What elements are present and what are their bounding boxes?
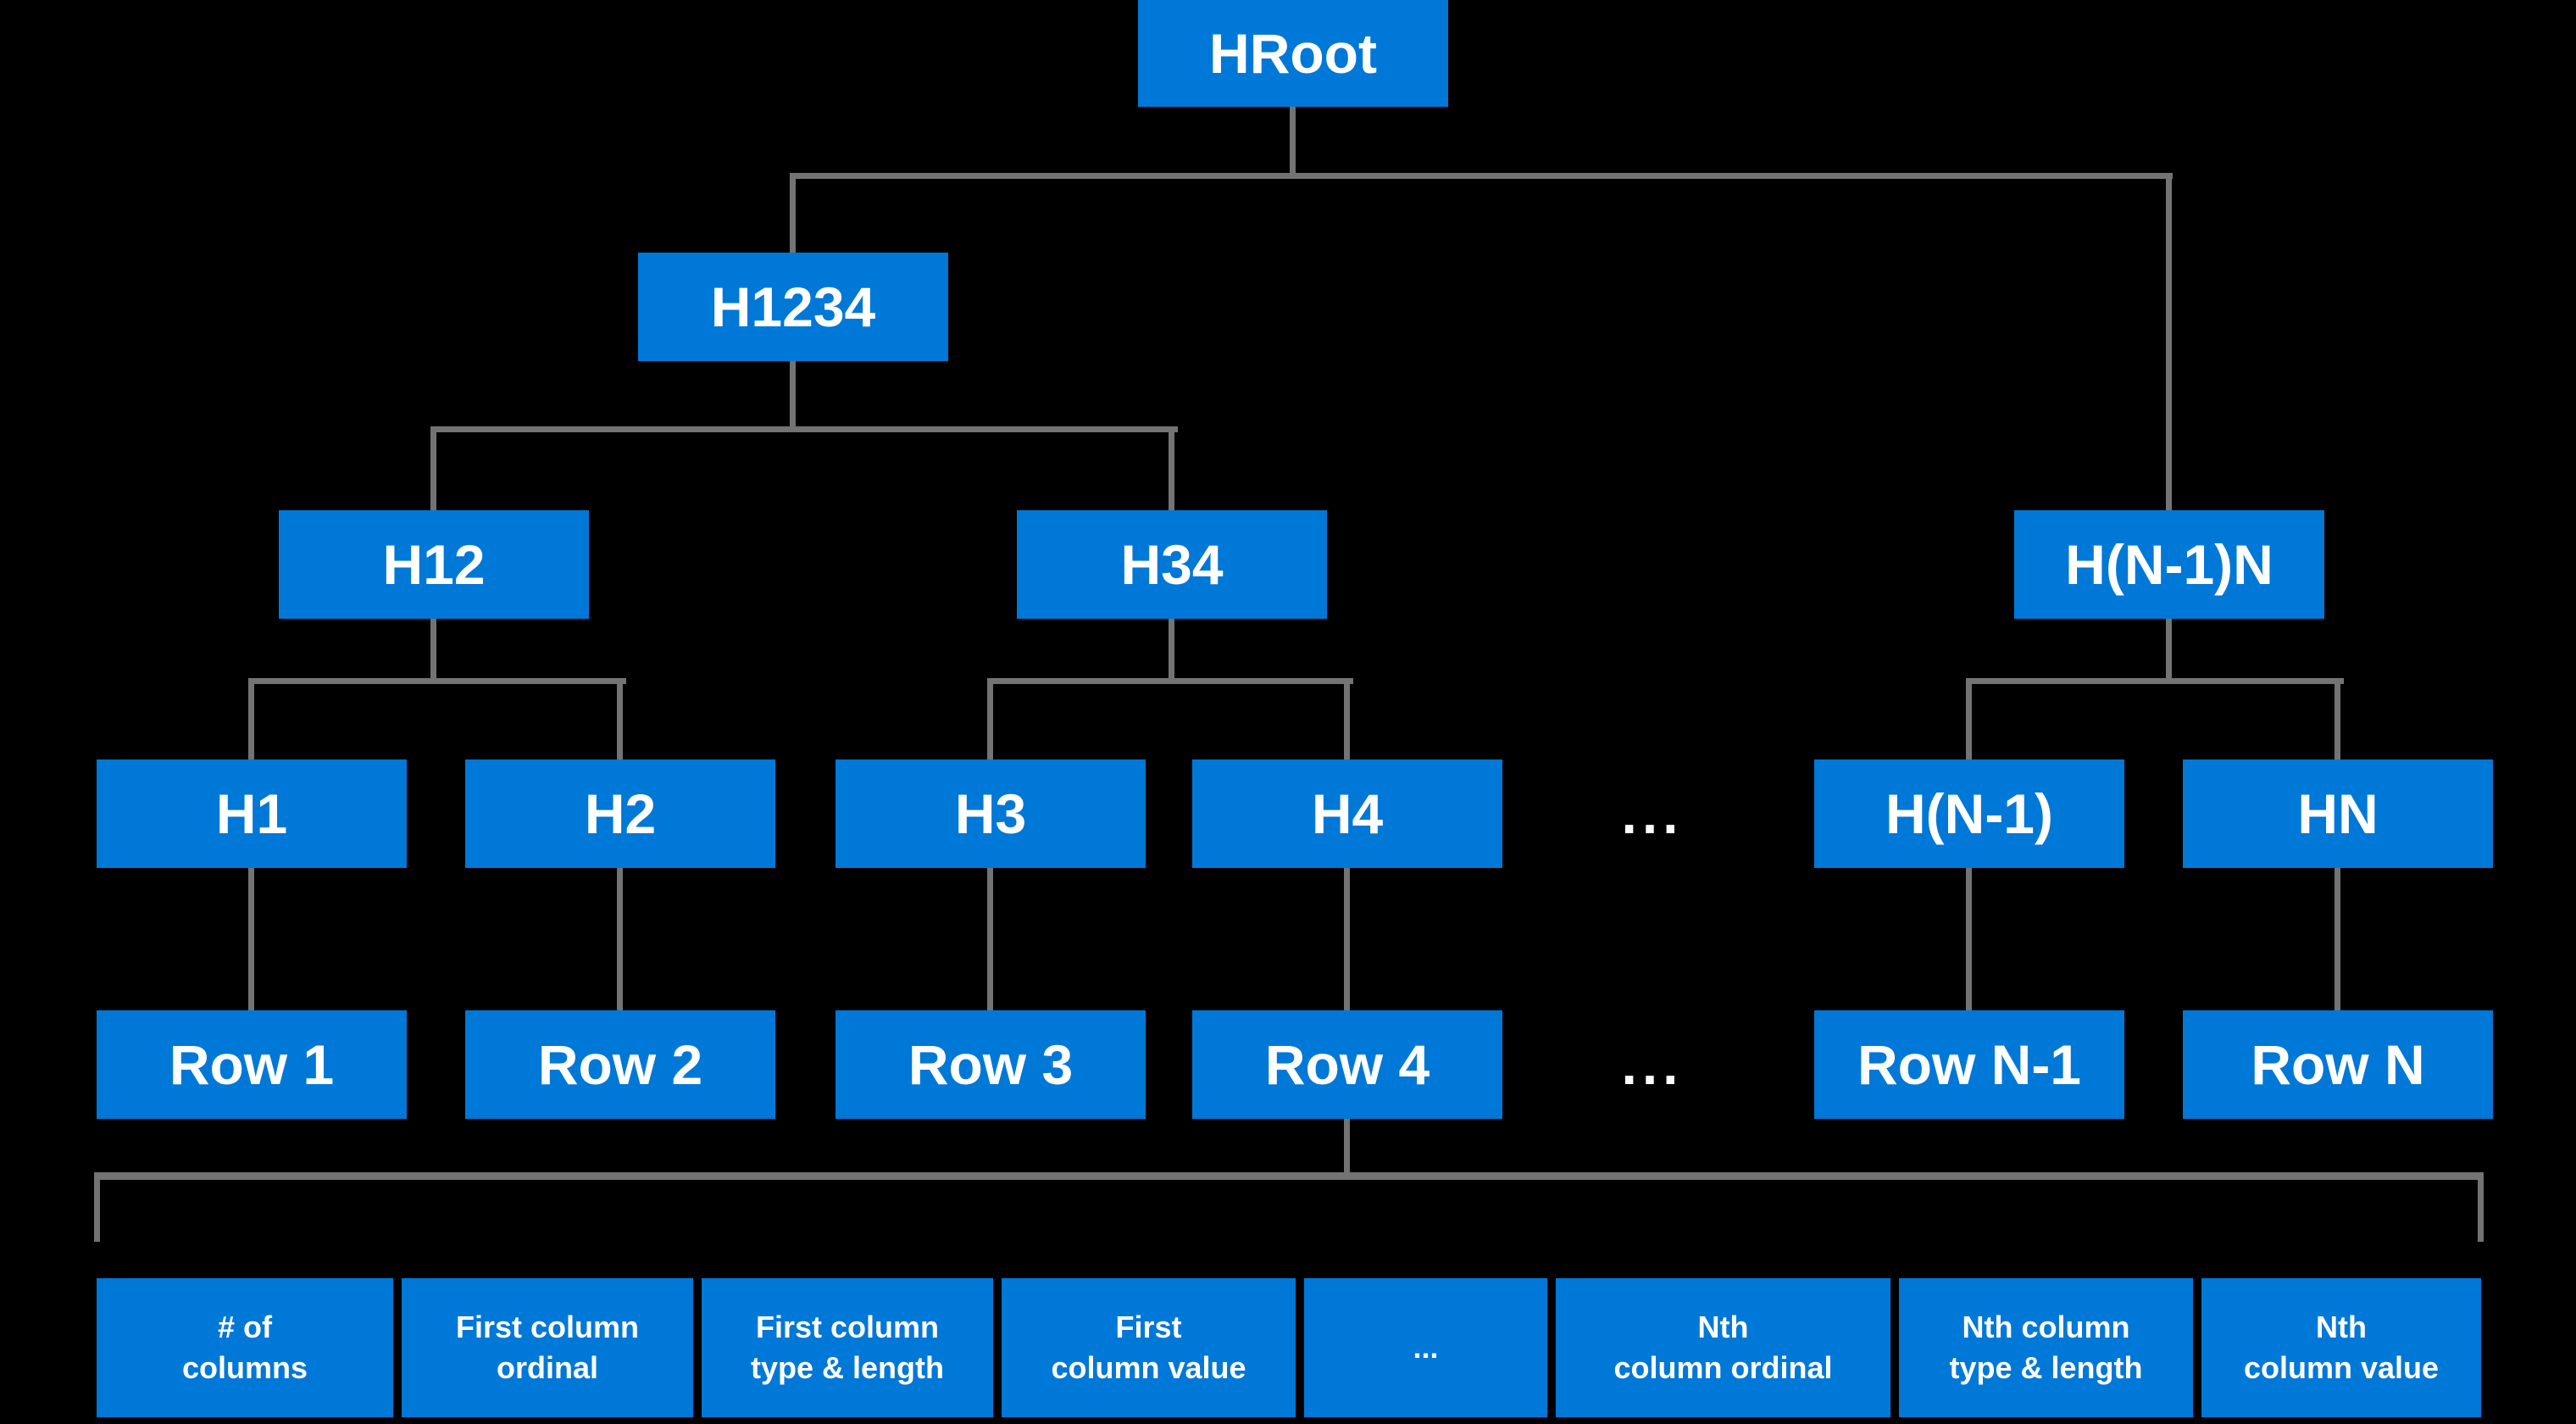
cell-first-column-type-length: First column type & length: [702, 1278, 993, 1417]
cell-line: Nth: [2316, 1310, 2367, 1345]
cell-first-column-value: First column value: [1002, 1278, 1296, 1417]
connector-h4-row4: [1344, 868, 1350, 1010]
connector-hn1n-top-stem: [2166, 173, 2172, 510]
connector-h12-children-bar: [248, 678, 626, 684]
cell-line: column value: [1051, 1350, 1246, 1385]
node-hn: HN: [2183, 759, 2493, 868]
connector-h3-row3: [987, 868, 993, 1010]
cell-line: # of: [217, 1310, 272, 1345]
node-h12: H12: [279, 510, 589, 619]
node-h34: H34: [1017, 510, 1327, 619]
cell-line: columns: [181, 1350, 308, 1385]
bracket-left-drop: [94, 1172, 100, 1242]
connector-hn1-rown1: [1966, 868, 1972, 1010]
cell-line: ...: [1413, 1330, 1439, 1366]
connector-hn-rown: [2334, 868, 2340, 1010]
cell-nth-column-value: Nth column value: [2201, 1278, 2481, 1417]
connector-h12-bottom-stem: [430, 619, 436, 678]
cell-line: type & length: [1949, 1350, 2143, 1385]
connector-h1-row1: [248, 868, 254, 1010]
connector-h34-children-bar: [987, 678, 1353, 684]
cell-nth-column-type-length: Nth column type & length: [1899, 1278, 2193, 1417]
cell-line: type & length: [750, 1350, 944, 1385]
cell-line: First column: [455, 1310, 640, 1345]
node-rown: Row N: [2183, 1010, 2493, 1119]
bracket-bar: [94, 1172, 2484, 1180]
bracket-right-drop: [2478, 1172, 2484, 1242]
connector-h34-top-stem: [1169, 426, 1174, 510]
connector-row4-stem: [1344, 1119, 1350, 1175]
cell-line: column value: [2243, 1350, 2440, 1385]
node-hn1: H(N-1): [1814, 759, 2124, 868]
connector-level1-bar: [790, 173, 2173, 179]
connector-h3-top-stem: [987, 678, 993, 759]
cell-line: column ordinal: [1613, 1350, 1833, 1385]
cell-line: Nth column: [1962, 1310, 2130, 1345]
connector-h1234-bottom-stem: [790, 361, 796, 426]
node-h1: H1: [97, 759, 407, 868]
connector-hroot-stem: [1290, 107, 1296, 173]
connector-h2-top-stem: [617, 678, 623, 759]
connector-h34-bottom-stem: [1169, 619, 1174, 678]
connector-h2-row2: [617, 868, 623, 1010]
cell-nth-column-ordinal: Nth column ordinal: [1556, 1278, 1890, 1417]
row-ellipsis: ...: [1621, 1033, 1684, 1096]
hash-row-ellipsis: ...: [1621, 782, 1684, 845]
node-row2: Row 2: [465, 1010, 775, 1119]
connector-hn-top-stem: [2334, 678, 2340, 759]
connector-hn1n-children-bar: [1966, 678, 2344, 684]
connector-h1-top-stem: [248, 678, 254, 759]
connector-h4-top-stem: [1344, 678, 1350, 759]
node-hn1n: H(N-1)N: [2014, 510, 2324, 619]
connector-hn1n-bottom-stem: [2166, 619, 2172, 678]
node-h2: H2: [465, 759, 775, 868]
node-h3: H3: [836, 759, 1146, 868]
connector-level2-bar: [430, 426, 1178, 432]
cell-line: First: [1115, 1310, 1182, 1345]
node-row4: Row 4: [1192, 1010, 1502, 1119]
cell-line: Nth: [1697, 1310, 1749, 1345]
cell-num-columns: # of columns: [97, 1278, 393, 1417]
node-rown1: Row N-1: [1814, 1010, 2124, 1119]
node-row1: Row 1: [97, 1010, 407, 1119]
connector-h1234-top-stem: [790, 173, 796, 253]
node-row3: Row 3: [836, 1010, 1146, 1119]
cell-line: ordinal: [496, 1350, 598, 1385]
connector-h12-top-stem: [430, 426, 436, 510]
cell-first-column-ordinal: First column ordinal: [402, 1278, 693, 1417]
cell-ellipsis: ...: [1304, 1278, 1547, 1417]
node-hroot: HRoot: [1138, 0, 1448, 107]
connector-hn1-top-stem: [1966, 678, 1972, 759]
node-h1234: H1234: [638, 253, 948, 361]
node-h4: H4: [1192, 759, 1502, 868]
cell-line: First column: [755, 1310, 940, 1345]
